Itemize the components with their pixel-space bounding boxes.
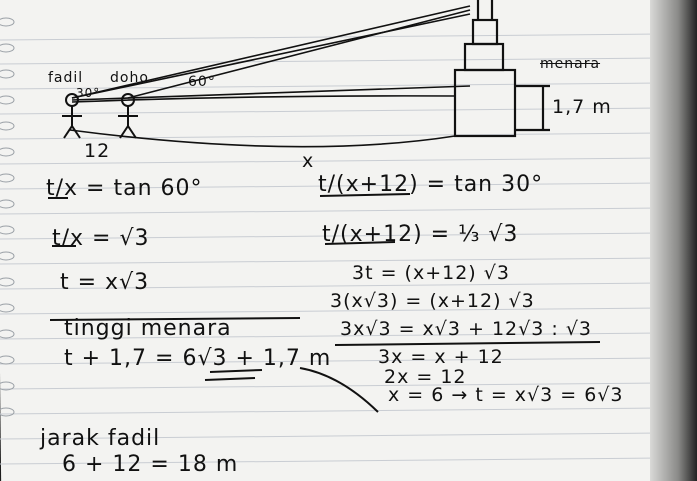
left-heading: tinggi menara <box>64 316 232 341</box>
right-eq-5: 3x√3 = x√3 + 12√3 : √3 <box>340 318 593 340</box>
footer-line-1: jarak fadil <box>40 426 161 451</box>
footer-line-2: 6 + 12 = 18 m <box>62 452 239 477</box>
right-eq-7: 2x = 12 <box>384 366 467 388</box>
tower-sketch <box>453 0 550 138</box>
binder-holes <box>0 17 15 417</box>
label-doho: doho <box>110 70 149 86</box>
right-eq-8: x = 6 → t = x√3 = 6√3 <box>388 384 624 406</box>
label-angle-30: 30° <box>76 86 101 100</box>
right-eq-6: 3x = x + 12 <box>378 346 504 368</box>
left-eq-2: t/x = √3 <box>52 226 150 251</box>
left-eq-1: t/x = tan 60° <box>46 176 203 201</box>
label-height: 1,7 m <box>552 96 612 118</box>
right-eq-4: 3(x√3) = (x+12) √3 <box>330 290 535 312</box>
left-eq-3: t = x√3 <box>60 270 150 295</box>
right-eq-1: t/(x+12) = tan 30° <box>318 172 544 197</box>
label-distance-x: x <box>302 150 315 172</box>
page-edge-shadow <box>650 0 697 481</box>
fraction-bars <box>48 193 601 413</box>
label-fadil: fadil <box>48 70 84 86</box>
left-result: t + 1,7 = 6√3 + 1,7 m <box>64 346 332 371</box>
sight-lines <box>69 5 471 148</box>
stick-figures <box>62 93 138 139</box>
label-distance-people: 12 <box>84 140 111 162</box>
label-angle-60: 60° <box>188 74 216 90</box>
right-eq-2: t/(x+12) = ⅓ √3 <box>322 222 519 247</box>
right-eq-3: 3t = (x+12) √3 <box>352 262 510 284</box>
ruled-lines <box>0 33 661 465</box>
label-menara: menara <box>540 56 601 72</box>
